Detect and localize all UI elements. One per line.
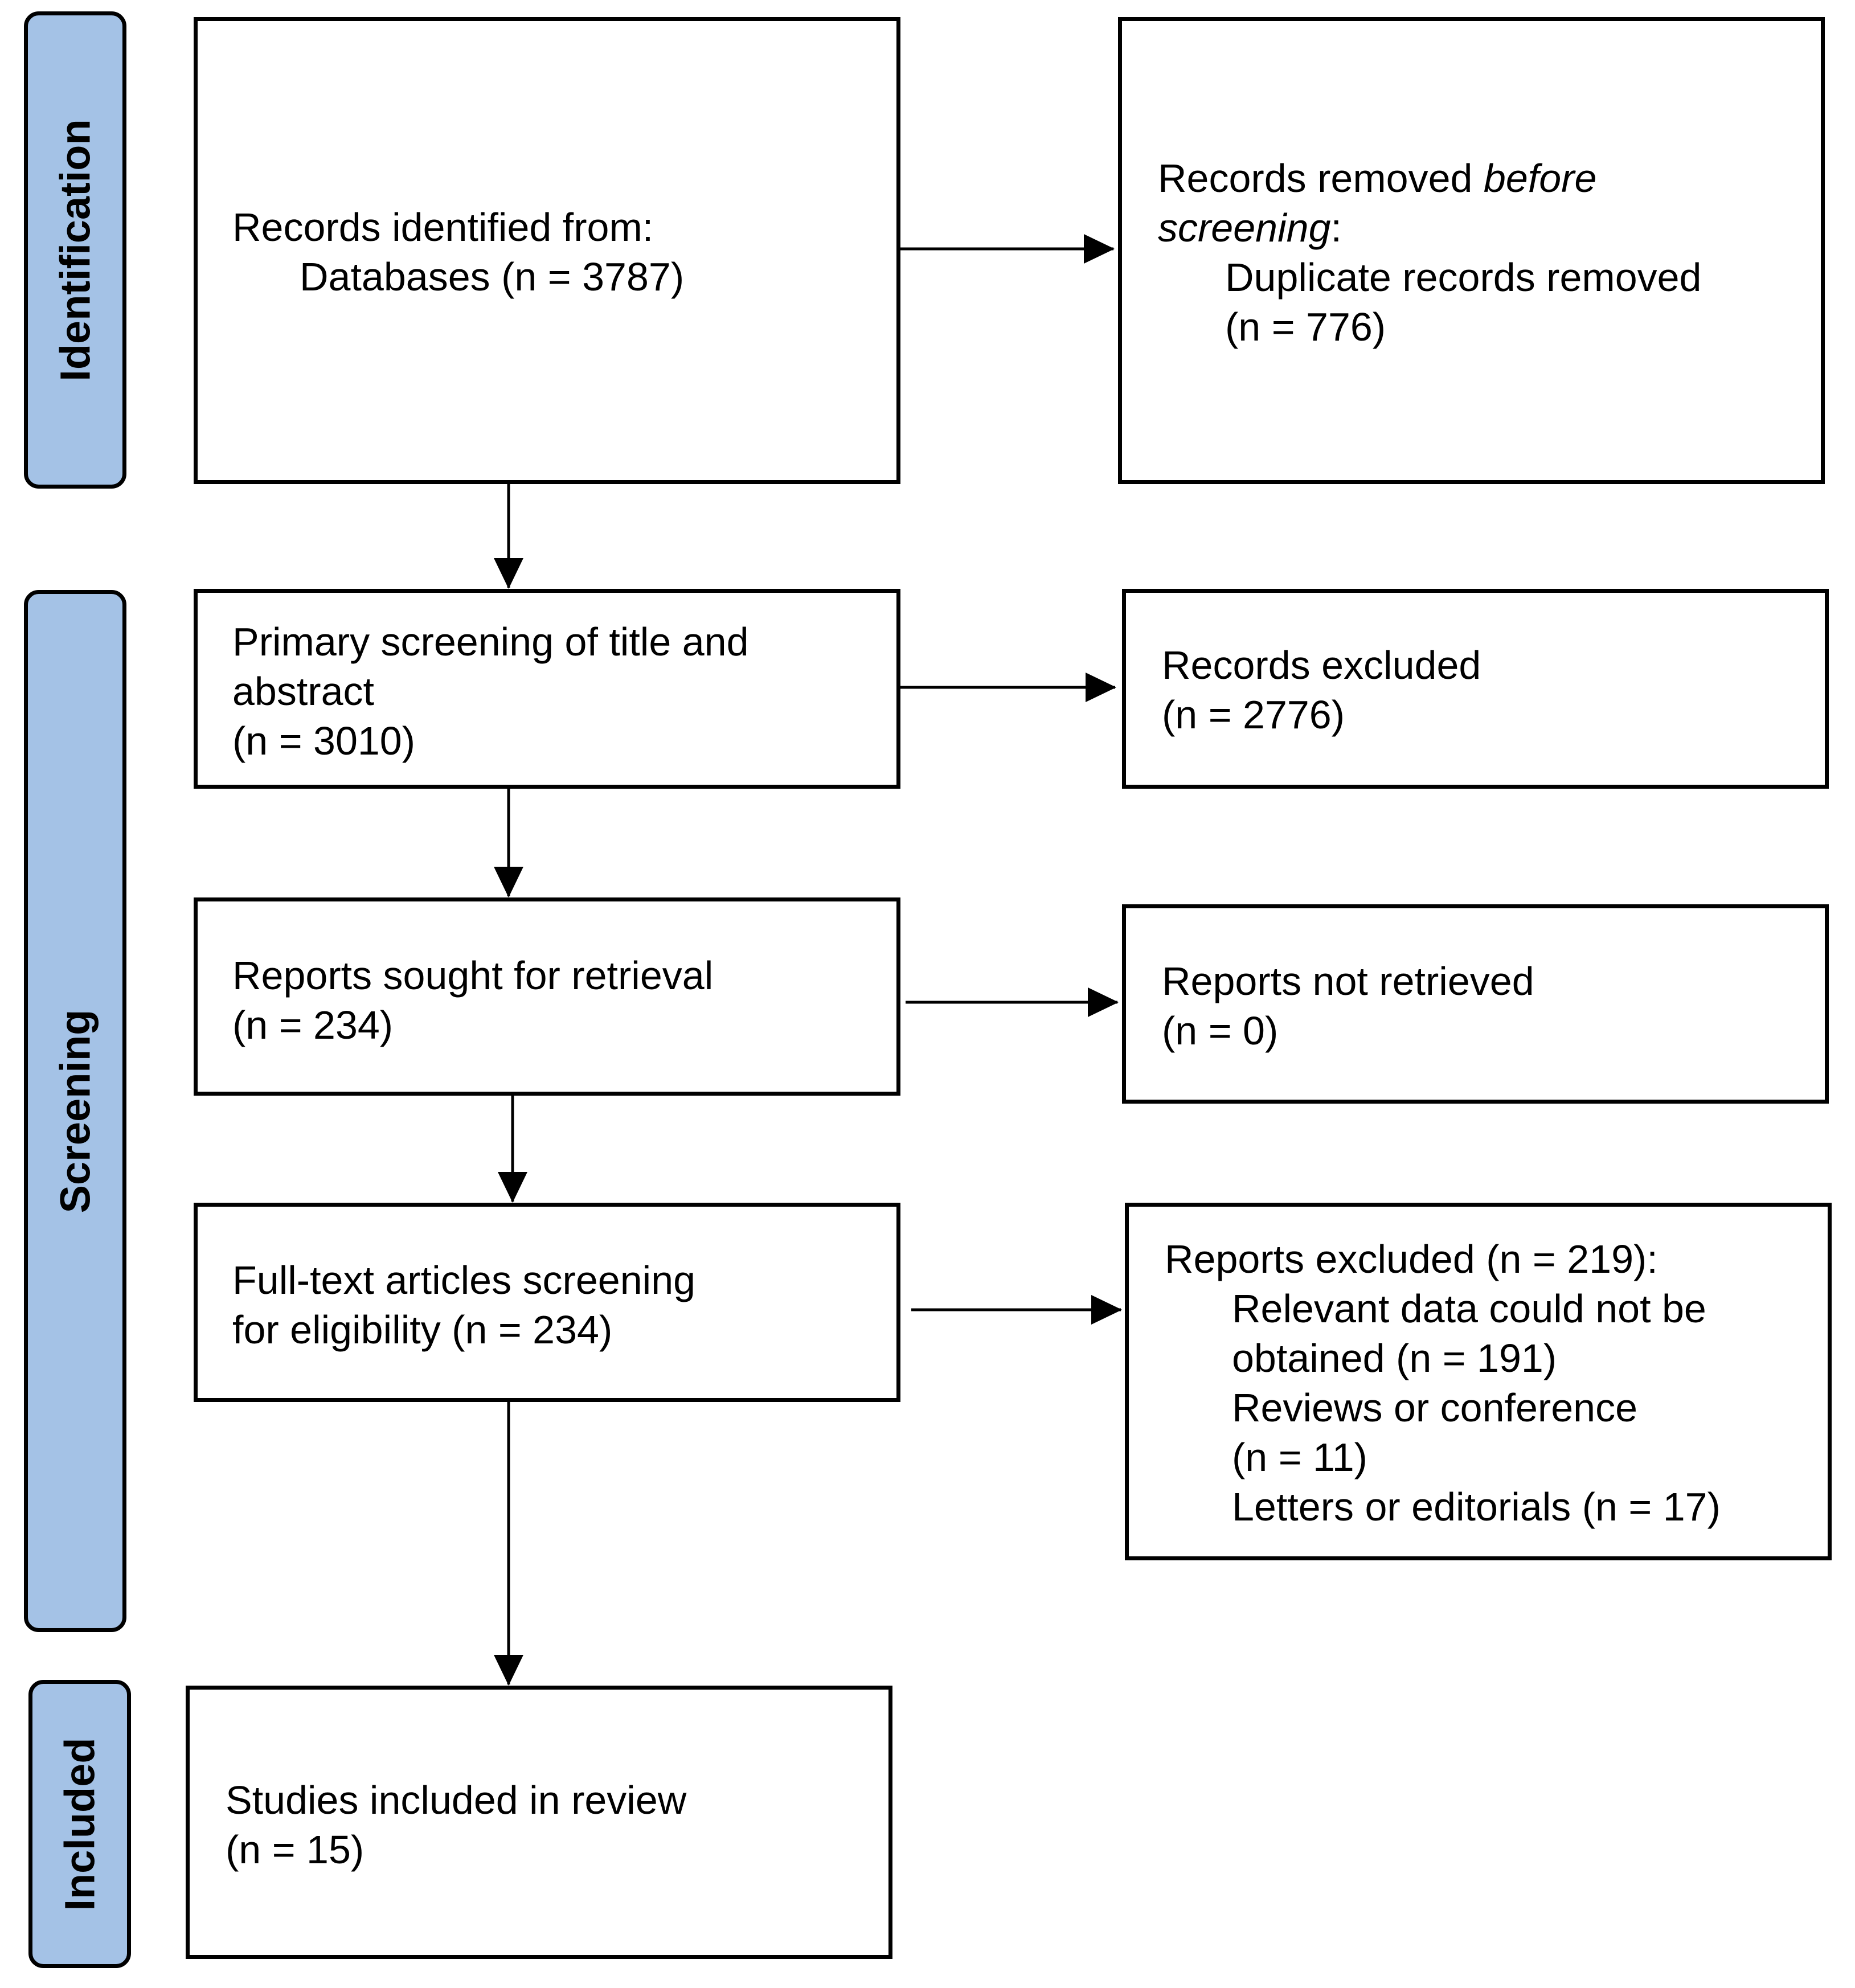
studies-included-count: (n = 15): [226, 1827, 365, 1872]
fulltext-screening-text: Full-text articles screening for eligibi…: [232, 1256, 695, 1355]
records-removed-colon: :: [1330, 206, 1342, 250]
reports-excluded-box: [1125, 1203, 1832, 1560]
reports-excluded-text: Reports excluded (n = 219): Relevant dat…: [1165, 1235, 1721, 1532]
fulltext-screening-line1: Full-text articles screening: [232, 1258, 696, 1302]
studies-included-line1: Studies included in review: [226, 1778, 687, 1822]
records-removed-line1: Records removed before: [1158, 154, 1701, 203]
records-removed-line2: screening:: [1158, 203, 1701, 253]
reports-not-retrieved-line1: Reports not retrieved: [1162, 959, 1534, 1003]
reports-sought-box: [194, 897, 900, 1096]
studies-included-text: Studies included in review (n = 15): [226, 1776, 686, 1875]
reports-excluded-line3: obtained (n = 191): [1232, 1336, 1557, 1380]
records-excluded-count: (n = 2776): [1162, 692, 1345, 737]
reports-not-retrieved-text: Reports not retrieved (n = 0): [1162, 957, 1534, 1056]
studies-included-box: [186, 1686, 892, 1959]
records-removed-box: [1118, 17, 1825, 484]
primary-screening-box: [194, 589, 900, 789]
reports-excluded-line5: (n = 11): [1232, 1435, 1367, 1479]
reports-not-retrieved-box: [1122, 904, 1829, 1104]
reports-sought-line1: Reports sought for retrieval: [232, 953, 714, 998]
fulltext-screening-line2: for eligibility (n = 234): [232, 1307, 613, 1352]
records-removed-duplicates: Duplicate records removed: [1225, 255, 1702, 300]
reports-sought-count: (n = 234): [232, 1003, 394, 1047]
primary-screening-line2: abstract: [232, 669, 374, 714]
records-excluded-line1: Records excluded: [1162, 643, 1481, 687]
records-removed-before: before: [1483, 156, 1597, 200]
records-excluded-text: Records excluded (n = 2776): [1162, 641, 1481, 740]
primary-screening-line1: Primary screening of title and: [232, 620, 749, 664]
fulltext-screening-box: [194, 1203, 900, 1402]
records-removed-count: (n = 776): [1225, 305, 1386, 349]
reports-excluded-line4: Reviews or conference: [1232, 1386, 1637, 1430]
phase-identification: Identification: [24, 11, 126, 489]
reports-excluded-line2: Relevant data could not be: [1232, 1286, 1706, 1331]
reports-excluded-line6: Letters or editorials (n = 17): [1232, 1485, 1721, 1529]
records-removed-text: Records removed before screening: Duplic…: [1158, 154, 1701, 352]
primary-screening-text: Primary screening of title and abstract …: [232, 617, 749, 766]
records-identified-databases: Databases (n = 3787): [300, 255, 685, 299]
reports-sought-text: Reports sought for retrieval (n = 234): [232, 951, 713, 1050]
records-excluded-box: [1122, 589, 1829, 789]
records-identified-box: [194, 17, 900, 484]
records-removed-prefix: Records removed: [1158, 156, 1484, 200]
reports-excluded-line1: Reports excluded (n = 219):: [1165, 1237, 1658, 1281]
phase-included: Included: [28, 1680, 131, 1968]
records-identified-line1: Records identified from:: [232, 205, 654, 249]
reports-not-retrieved-count: (n = 0): [1162, 1009, 1279, 1053]
records-removed-screening: screening: [1158, 206, 1331, 250]
phase-screening: Screening: [24, 590, 126, 1632]
primary-screening-count: (n = 3010): [232, 719, 416, 763]
records-identified-text: Records identified from: Databases (n = …: [232, 203, 684, 302]
